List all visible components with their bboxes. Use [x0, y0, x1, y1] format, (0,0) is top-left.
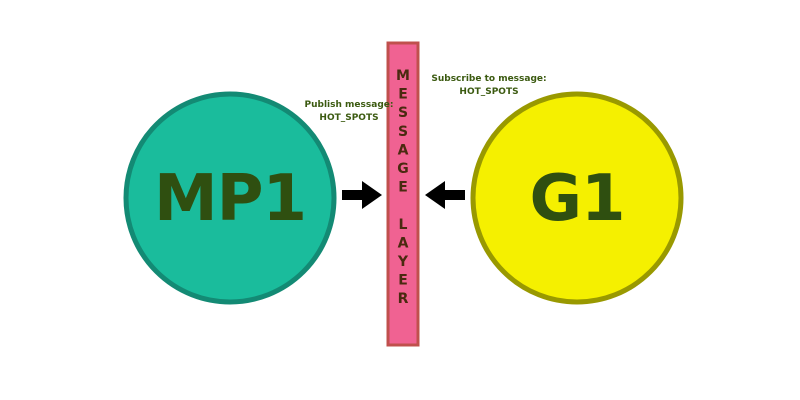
publish-note-topic: HOT_SPOTS [319, 113, 378, 123]
subscribe-arrow-shape [425, 181, 465, 209]
subscriber-node: G1 [470, 91, 684, 305]
arrow-right-icon [342, 181, 382, 209]
message-layer-letter: E [398, 180, 408, 196]
message-layer-letter: S [398, 105, 408, 121]
publisher-circle [123, 91, 337, 305]
message-layer-letter: L [399, 217, 408, 233]
message-layer-letter: R [398, 291, 409, 307]
subscriber-label: G1 [529, 162, 624, 236]
message-layer-letter: A [398, 235, 409, 251]
message-layer-letter: E [398, 273, 408, 289]
message-layer-letter: M [396, 68, 410, 84]
subscribe-note-label: Subscribe to message: [431, 74, 546, 84]
subscribe-note-topic: HOT_SPOTS [459, 87, 518, 97]
message-layer-bar [386, 41, 420, 347]
message-layer-letter: S [398, 124, 408, 140]
arrow-left-icon [425, 181, 465, 209]
message-layer-letter: E [398, 87, 408, 103]
publisher-label: MP1 [154, 162, 306, 236]
publisher-node: MP1 [123, 91, 337, 305]
message-layer-letter: Y [397, 254, 409, 270]
publish-arrow-shape [342, 181, 382, 209]
publish-note-label: Publish message: [305, 100, 394, 110]
subscriber-circle [470, 91, 684, 305]
message-layer-letter: A [398, 142, 409, 158]
message-layer-letter: G [397, 161, 409, 177]
publish-note: Publish message: HOT_SPOTS [305, 100, 394, 123]
subscribe-note: Subscribe to message: HOT_SPOTS [431, 74, 546, 97]
